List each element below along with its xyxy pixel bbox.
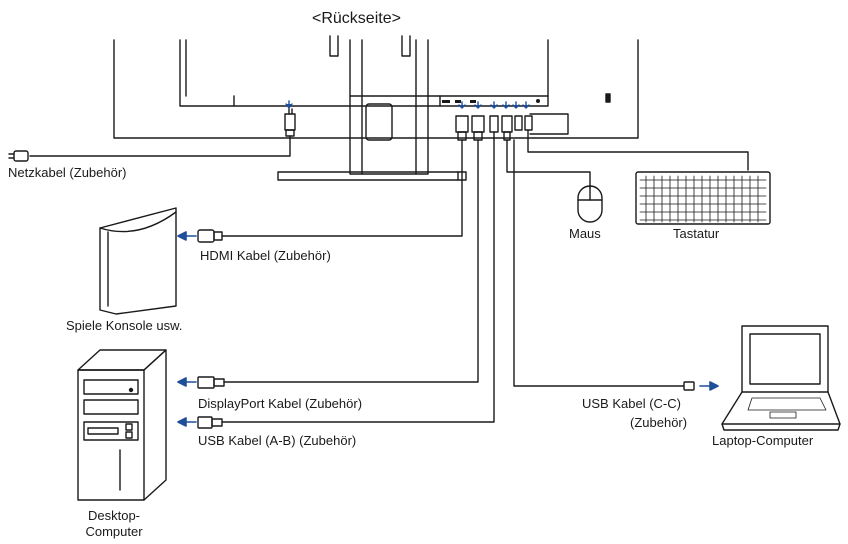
hdmi-cable-end-icon [197, 229, 223, 243]
power-cable-end-icon [8, 150, 29, 162]
hdmi-cable-label: HDMI Kabel (Zubehör) [200, 248, 331, 263]
usb-cc-cable-accessory-label: (Zubehör) [630, 415, 688, 430]
mouse-cable [506, 139, 591, 189]
displayport-cable-label: DisplayPort Kabel (Zubehör) [198, 396, 363, 411]
desktop-tower-icon [77, 349, 167, 501]
diagram-title: <Rückseite> [312, 10, 401, 27]
displayport-cable-end-icon [197, 376, 225, 389]
displayport-cable [223, 139, 479, 383]
port-cover [529, 113, 569, 135]
usb-cc-cable [513, 139, 685, 387]
mouse-icon [577, 185, 603, 223]
hdmi-plug-icon [455, 115, 469, 141]
displayport-plug-icon [471, 115, 485, 141]
laptop-label: Laptop-Computer [712, 433, 814, 448]
power-cable-label: Netzkabel (Zubehör) [8, 165, 127, 180]
usb-ab-cable-label: USB Kabel (A-B) (Zubehör) [198, 433, 357, 448]
laptop-icon [721, 325, 841, 431]
keyboard-label: Tastatur [673, 226, 720, 241]
usb-ab-cable [221, 139, 495, 423]
usb-b-plug-icon [489, 115, 499, 141]
usb-a-plugs-icon [514, 115, 533, 131]
stand-icon [277, 39, 467, 181]
keyboard-cable [527, 129, 749, 171]
usb-cc-cable-label: USB Kabel (C-C) [582, 396, 681, 411]
desktop-label-line1: Desktop- [87, 508, 141, 523]
usb-cc-cable-end-icon [683, 381, 695, 391]
port-labels [442, 99, 540, 103]
keyboard-icon [635, 171, 771, 225]
power-cable [29, 135, 291, 157]
arrow-icons [177, 231, 719, 427]
game-console-label: Spiele Konsole usw. [66, 318, 183, 333]
port-markers [285, 100, 530, 109]
game-console-icon [99, 207, 177, 315]
hdmi-cable [221, 139, 463, 237]
mouse-label: Maus [569, 226, 601, 241]
desktop-label-line2: Computer [85, 524, 143, 539]
usb-ab-cable-end-icon [197, 416, 223, 429]
monitor-back-icon [113, 35, 639, 139]
usb-c-plug-icon [501, 115, 513, 141]
power-plug-icon [284, 108, 296, 137]
